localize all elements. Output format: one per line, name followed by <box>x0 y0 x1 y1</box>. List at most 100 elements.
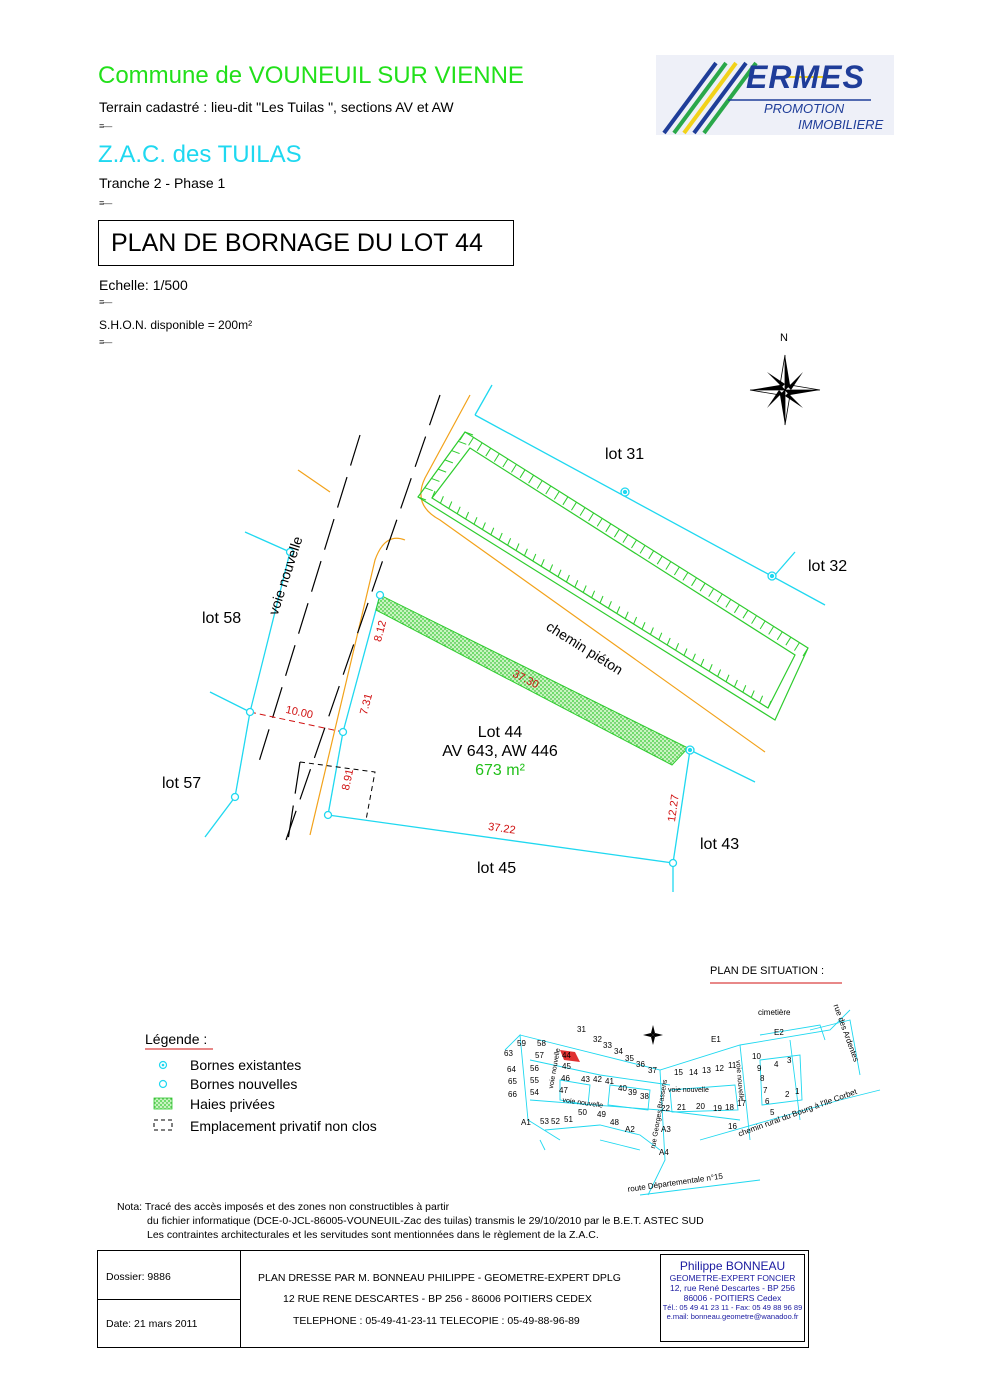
footer-dossier: Dossier: 9886 <box>106 1271 171 1283</box>
hedge-tick <box>448 501 453 509</box>
borne <box>285 547 295 557</box>
hedge-tick <box>708 588 715 597</box>
borne <box>338 727 348 737</box>
hedge-tick <box>759 695 764 703</box>
situation-lot-number: 53 <box>540 1117 549 1126</box>
rule-glyph-4: ≡— <box>99 337 112 347</box>
ermes-logo: ERMES PROMOTION IMMOBILIERE <box>656 55 894 135</box>
plan-title-box: PLAN DE BORNAGE DU LOT 44 <box>98 220 514 266</box>
situation-lot-number: E1 <box>711 1035 721 1044</box>
hedge-tick <box>468 437 474 446</box>
hedge-tick <box>553 491 560 500</box>
situation-cimetiere: cimetière <box>758 1008 791 1017</box>
hedge-tick <box>725 674 730 682</box>
hedge-tick <box>607 601 612 609</box>
situation-lot-number: A3 <box>661 1125 671 1134</box>
pb-name: Philippe BONNEAU <box>679 1259 786 1273</box>
hedge-tick <box>767 700 772 709</box>
situation-lot44-marker <box>560 1050 580 1062</box>
situation-lot-number: 9 <box>757 1064 762 1073</box>
hedge-tick <box>622 534 629 543</box>
situation-lot-number: 66 <box>508 1090 517 1099</box>
logo-line2: IMMOBILIERE <box>798 117 884 132</box>
hedge-tick <box>794 642 800 651</box>
hedge-tick <box>716 593 723 603</box>
situation-lot-number: 40 <box>618 1084 627 1093</box>
hedge-tick <box>613 528 620 538</box>
hedge-tick <box>699 582 706 592</box>
situation-lot-number: 36 <box>636 1060 645 1069</box>
hedge-tick <box>485 447 492 457</box>
hedge-tick <box>596 518 603 527</box>
situation-lot-number: 37 <box>648 1066 657 1075</box>
echelle-line: Echelle: 1/500 <box>99 277 188 293</box>
lot57-label: lot 57 <box>162 775 202 792</box>
hedge-tick <box>557 569 562 577</box>
hedge-tick <box>759 620 766 630</box>
situation-title: PLAN DE SITUATION : <box>710 965 825 977</box>
situation-lot-number: 51 <box>564 1115 573 1124</box>
hedge-tick <box>802 647 809 657</box>
hedge-tick <box>725 599 732 608</box>
hedge-tick <box>498 532 503 541</box>
hedge-tick <box>502 458 509 468</box>
plan-title: PLAN DE BORNAGE DU LOT 44 <box>111 229 483 257</box>
road-edges <box>297 394 766 836</box>
hedge-tick <box>717 669 722 677</box>
hedge-tick <box>673 566 680 576</box>
hedge-tick <box>507 538 512 546</box>
hedge-tick <box>417 496 427 501</box>
borne <box>668 858 678 868</box>
hedge-lot44 <box>375 594 689 766</box>
commune-title: Commune de VOUNEUIL SUR VIENNE <box>98 62 524 89</box>
footer-phone: TELEPHONE : 05-49-41-23-11 TELECOPIE : 0… <box>293 1315 580 1327</box>
footer-plan-line: PLAN DRESSE PAR M. BONNEAU PHILIPPE - GE… <box>258 1272 621 1284</box>
rule-glyph-3: ≡— <box>99 297 112 307</box>
situation-lot-number: 32 <box>593 1035 602 1044</box>
hedge-tick <box>665 561 672 570</box>
lot58-label: lot 58 <box>202 610 242 627</box>
situation-lot-number: 18 <box>725 1103 734 1112</box>
situation-lot-number: 22 <box>661 1104 670 1113</box>
situation-lot-number: 38 <box>640 1092 649 1101</box>
situation-lot-number: 19 <box>713 1104 722 1113</box>
hedge-tick <box>571 501 577 511</box>
hedge-tick <box>750 690 755 698</box>
hedge-tick <box>691 653 696 661</box>
situation-lot-number: 44 <box>562 1051 571 1060</box>
borne-nouvelle-icon <box>158 1079 168 1089</box>
terrain-line: Terrain cadastré : lieu-dit "Les Tuilas … <box>99 99 454 115</box>
borne-existante-dot <box>769 573 775 579</box>
lot43-label: lot 43 <box>700 836 740 853</box>
hedge-tick <box>458 440 467 445</box>
footer-divider-v <box>240 1251 241 1347</box>
hedge-tick <box>565 574 570 583</box>
footer-address: 12 RUE RENE DESCARTES - BP 256 - 86006 P… <box>283 1293 592 1305</box>
nota-line-1: Nota: Tracé des accès imposés et des zon… <box>117 1201 450 1213</box>
emplacement-privatif <box>299 761 376 821</box>
hedge-tick <box>437 468 447 473</box>
hedge-tick <box>451 450 460 455</box>
dimension-line <box>249 711 344 733</box>
hedge-ticks <box>417 431 809 709</box>
hedge-tick <box>549 564 554 572</box>
hedge-tick <box>465 511 470 520</box>
situation-lot-number: 33 <box>603 1041 612 1050</box>
situation-lot-number: 21 <box>677 1103 686 1112</box>
situation-lot-number: 16 <box>728 1122 737 1131</box>
hedge-tick <box>591 590 596 598</box>
lot31-label: lot 31 <box>605 446 645 463</box>
situation-lot-number: A1 <box>521 1118 531 1127</box>
pb-addr2: 86006 - POITIERS Cedex <box>683 1293 782 1303</box>
hedge-tick <box>493 453 500 462</box>
hedge-tick <box>785 636 792 646</box>
legend-symbols <box>153 1060 173 1131</box>
situation-lot-number: 4 <box>774 1060 779 1069</box>
hedge-tick <box>515 543 520 551</box>
hedge-tick <box>639 545 646 554</box>
hedge-tick <box>562 496 569 506</box>
borne <box>323 810 333 820</box>
situation-lot-number: 41 <box>605 1077 614 1086</box>
hedge-tick <box>599 595 604 604</box>
